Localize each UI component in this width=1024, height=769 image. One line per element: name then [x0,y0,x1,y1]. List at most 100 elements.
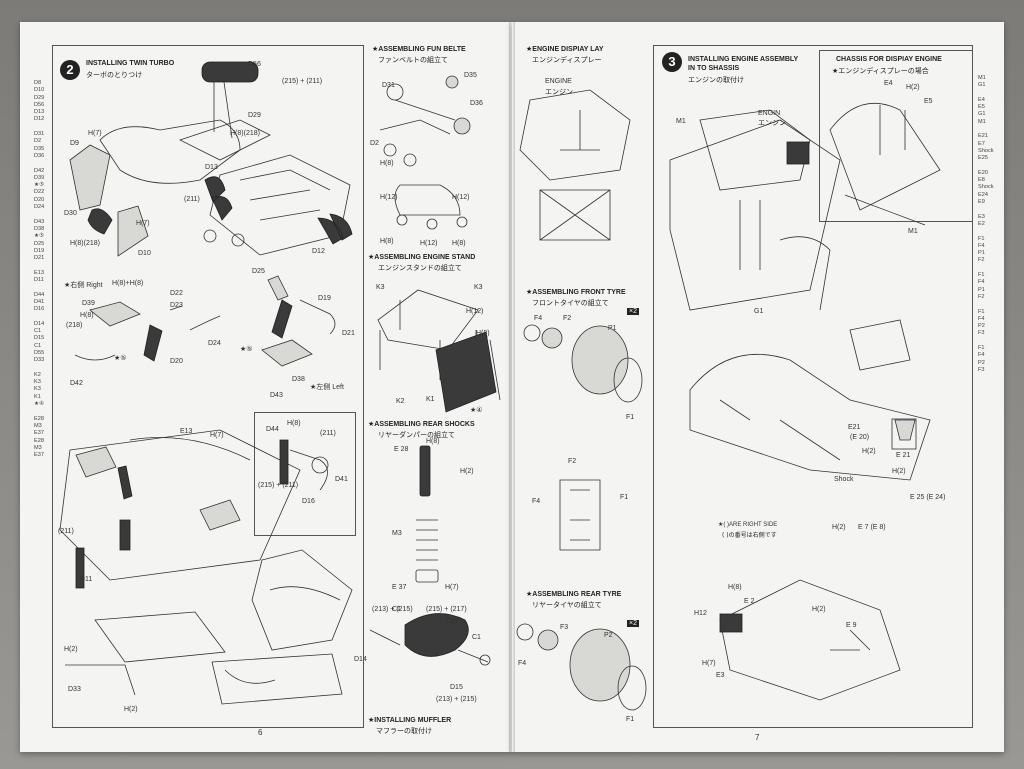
step2-title-jp: ターボのとりつけ [86,71,143,79]
part-label: H(8) [476,330,490,337]
part-label: F2 [563,315,572,322]
engine-drawing-bottom [59,429,301,589]
part-label: E 28 [394,446,409,453]
part-label: H(8) [728,584,742,591]
index-entry: D33 [34,357,45,364]
book-spine [509,22,515,752]
index-entry: P2 [978,359,985,366]
index-entry: F1 [978,344,985,351]
part-label: H(8)(218) [230,130,260,137]
index-entry: M1 [978,75,986,81]
part-label: ★左側 Left [310,384,344,391]
part-label: M1 [676,118,686,125]
part-label: F1 [626,716,635,723]
step3-title-jp: エンジンの取付け [688,76,744,84]
part-label: K1 [426,396,435,403]
part-label: D43 [270,392,283,399]
part-label: F1 [626,414,635,421]
index-entry: ★④ [34,401,45,408]
index-entry: E3 [978,213,985,220]
part-label: D39 [82,300,95,307]
part-label: D15 [450,684,463,691]
part-label: H(7) [445,584,459,591]
rear-tyre-jp: リヤータイヤの組立て [532,601,602,609]
part-label: D2 [370,140,379,147]
part-label: P1 [608,325,617,332]
part-label: H(2) [124,706,138,713]
part-label: D20 [170,358,183,365]
part-label: E21 [848,424,861,431]
part-label: H(2) [64,646,78,653]
index-entry: F4 [978,315,985,322]
part-label: ★⑤ [114,355,127,362]
index-entry: ★⑤ [34,182,45,189]
index-entry: F4 [978,242,985,249]
part-label: D9 [70,140,79,147]
part-label: D25 [252,268,265,275]
part-label: M1 [908,228,918,235]
index-entry: F4 [978,352,985,359]
part-label: E 7 (E 8) [858,524,886,531]
part-label: H(8) [426,438,440,445]
quantity-badge: ×2 [627,308,639,315]
index-entry: D13 [34,109,45,116]
part-label: D35 [464,72,477,79]
index-entry: E5 [978,104,985,111]
part-label: H(8)(218) [70,240,100,247]
detail-inset-frame [254,412,356,536]
part-label: (215) + (217) [426,606,467,613]
index-entry: D25 [34,240,45,247]
part-label: H(7) [136,220,150,227]
step2-frame [52,45,364,728]
part-label: D41 [335,476,348,483]
index-entry: M3 [34,422,42,429]
rear-tyre-drawing [516,623,647,711]
part-label: D24 [208,340,221,347]
index-entry: C1 [34,342,42,349]
rear-suspension-drawing [689,319,931,481]
part-label: H(7) [210,432,224,439]
index-entry: E25 [978,155,988,162]
index-entry: P1 [978,286,985,293]
part-label: (211) [58,528,74,535]
part-label: H(2) [812,606,826,613]
index-entry: D20 [34,196,45,203]
front-tyre-drawing [523,324,643,403]
fun-belt-jp: ファンベルトの組立て [378,56,448,64]
part-label: H(8) [80,312,94,319]
index-entry: E8 [978,177,985,184]
turbo-sub-right [74,275,336,367]
part-label: F2 [568,458,577,465]
index-entry: F1 [978,235,985,242]
index-entry: C1 [34,328,42,335]
index-entry: F2 [978,293,985,300]
part-label: H(7) [702,660,716,667]
part-label: K3 [474,284,483,291]
part-label: F3 [560,624,569,631]
part-label: E 21 [896,452,911,459]
front-tyre-title: ★ASSEMBLING FRONT TYRE [526,289,626,296]
part-label: (213) + (215) [372,606,413,613]
fun-belt-drawing [379,75,471,230]
part-label: (E 20) [850,434,870,441]
part-label: E5 [924,98,933,105]
engine-stand-title: ★ASSEMBLING ENGINE STAND [368,254,476,261]
index-entry: D10 [34,87,45,94]
index-entry: D56 [34,101,45,108]
step2-number: 2 [60,60,80,80]
part-label: エンジン [758,119,786,127]
part-label: D31 [382,82,395,89]
index-entry: D8 [34,80,42,86]
part-label: ★右側 Right [64,282,103,289]
part-label: H(2) [832,524,846,531]
step2-title: INSTALLING TWIN TURBO [86,60,175,67]
part-label: D29 [248,112,261,119]
step3-frame [653,45,973,728]
index-entry: D31 [34,131,45,138]
part-label: H(12) [380,194,398,201]
part-label: H(12) [466,308,484,315]
index-entry: G1 [978,82,986,89]
part-label: H(8) [287,420,301,427]
